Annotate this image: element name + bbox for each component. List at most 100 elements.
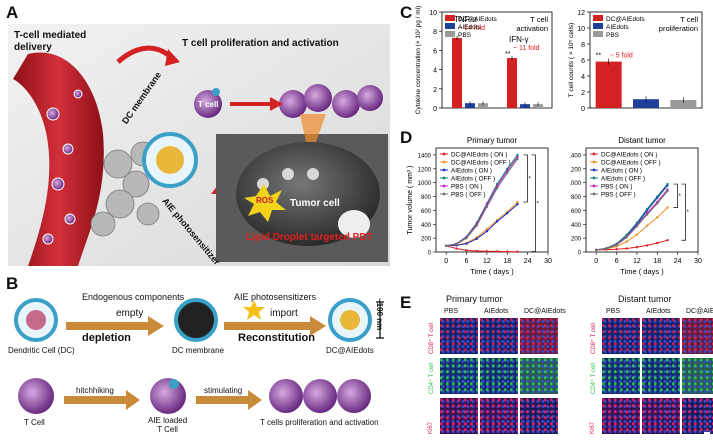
d-point <box>485 250 489 253</box>
d-series-line <box>446 203 518 247</box>
d-legend-marker <box>442 152 446 156</box>
c2-ytick-label: 2 <box>581 90 585 97</box>
label-aie-ps: AIE photosensitizers <box>234 292 317 302</box>
d-point <box>615 243 618 247</box>
d-series-line <box>596 239 668 251</box>
d-point <box>666 189 669 193</box>
d-point <box>516 153 519 157</box>
d-point <box>475 249 478 253</box>
activated-t-cells <box>269 379 371 413</box>
micrograph-tile <box>682 318 713 354</box>
depletion-arrow <box>66 316 164 336</box>
micrograph-tile <box>682 398 713 434</box>
d-xtick-label: 6 <box>465 258 469 265</box>
micrograph-tile <box>440 318 478 354</box>
d-legend-marker <box>442 168 446 172</box>
e-column-label: AIEdots <box>484 308 509 315</box>
panel-b-graphic <box>14 298 384 414</box>
panel-a-illustration: T-cell mediated delivery T cell prolifer… <box>8 24 390 267</box>
d-bracket-stars: * <box>528 177 531 183</box>
panel-a-graphic <box>8 24 390 266</box>
micrograph-tile <box>642 318 680 354</box>
d-point <box>635 233 639 236</box>
d-xtick-label: 18 <box>503 258 511 265</box>
d-point <box>625 247 628 250</box>
d-bracket-stars: * <box>678 194 681 200</box>
d-legend-marker <box>592 168 596 172</box>
micrograph-tile <box>642 358 680 394</box>
d-legend-label: DC@AIEdots ( ON ) <box>451 152 507 159</box>
chart-distant-tumor: Distant tumor020040060080010001200140006… <box>570 136 702 276</box>
c1-legend-swatch <box>445 31 455 37</box>
panel-letter-d: D <box>400 128 413 147</box>
c2-legend-swatch <box>593 15 603 21</box>
d-frame <box>435 147 549 253</box>
micrograph-tile <box>602 358 640 394</box>
c1-ytick-label: 2 <box>433 87 437 94</box>
e-primary-title: Primary tumor <box>446 294 503 304</box>
c2-bar <box>670 100 697 108</box>
c2-ytick-label: 0 <box>581 106 585 113</box>
label-scale: ~100 nm <box>375 298 384 331</box>
d-point <box>656 216 659 219</box>
c1-title-line2: activation <box>516 24 548 33</box>
t-cell <box>194 90 222 118</box>
label-tcell: T cell <box>198 100 219 109</box>
d-point <box>516 250 519 253</box>
d-xtick-label: 30 <box>544 258 552 265</box>
c1-legend-swatch <box>445 23 455 29</box>
d-series-line <box>446 158 518 247</box>
d-point <box>645 207 649 211</box>
micrograph-tile <box>520 398 558 434</box>
label-tumor-cell: Tumor cell <box>290 198 340 209</box>
label-ros: ROS <box>256 196 274 205</box>
label-reconstitution: Reconstitution <box>238 332 315 344</box>
d-point <box>666 239 669 242</box>
d-point <box>656 195 659 198</box>
c1-title-line1: T cell <box>530 15 548 24</box>
e-row-label: CD4⁺ T cell <box>591 363 597 394</box>
e-column-label: PBS <box>444 308 459 315</box>
d-legend-marker <box>442 176 446 180</box>
d-point <box>656 202 659 205</box>
c2-bar <box>633 99 659 108</box>
label-dc-aiedots: DC@AIEdots <box>326 346 374 355</box>
e-row-label: Ki67 <box>590 421 596 434</box>
c1-ytick-label: 8 <box>433 29 437 36</box>
d-xtick-label: 6 <box>615 258 619 265</box>
c1-fold-label: ~ 11 fold <box>513 45 540 52</box>
d-legend-label: DC@AIEdots ( OFF ) <box>451 160 511 167</box>
d-point <box>516 200 519 204</box>
d-point <box>516 202 519 206</box>
d-point <box>645 244 649 247</box>
tumor-mass <box>90 141 160 237</box>
panel-letter-a: A <box>6 3 19 22</box>
d-title: Distant tumor <box>618 136 666 145</box>
d-legend-marker <box>592 176 596 180</box>
d-point <box>635 225 639 228</box>
d-point <box>645 224 649 227</box>
blood-vessel <box>13 52 104 266</box>
d-point <box>625 236 628 239</box>
d-ytick-label: 1200 <box>418 167 432 173</box>
d-series-line <box>446 201 518 247</box>
c1-ytick-label: 10 <box>429 10 437 17</box>
d-point <box>475 224 478 227</box>
c2-title-line2: proliferation <box>659 24 698 33</box>
d-point <box>495 187 499 190</box>
d-point <box>455 243 458 246</box>
d-point <box>485 205 489 209</box>
c2-legend-swatch <box>593 23 603 29</box>
c2-ytick-label: 4 <box>581 74 585 81</box>
d-legend-marker <box>592 184 596 188</box>
d-point <box>495 250 499 253</box>
ros-burst <box>244 184 286 222</box>
d-title: Primary tumor <box>467 136 518 145</box>
c1-legend-label: AIEdots <box>458 24 482 31</box>
e-row-label: Ki67 <box>428 421 434 434</box>
c1-frame <box>441 11 553 109</box>
panel-letter-e: E <box>400 293 412 312</box>
c2-legend-label: DC@AIEdots <box>606 16 645 23</box>
d-bracket-stars: * <box>686 210 689 216</box>
